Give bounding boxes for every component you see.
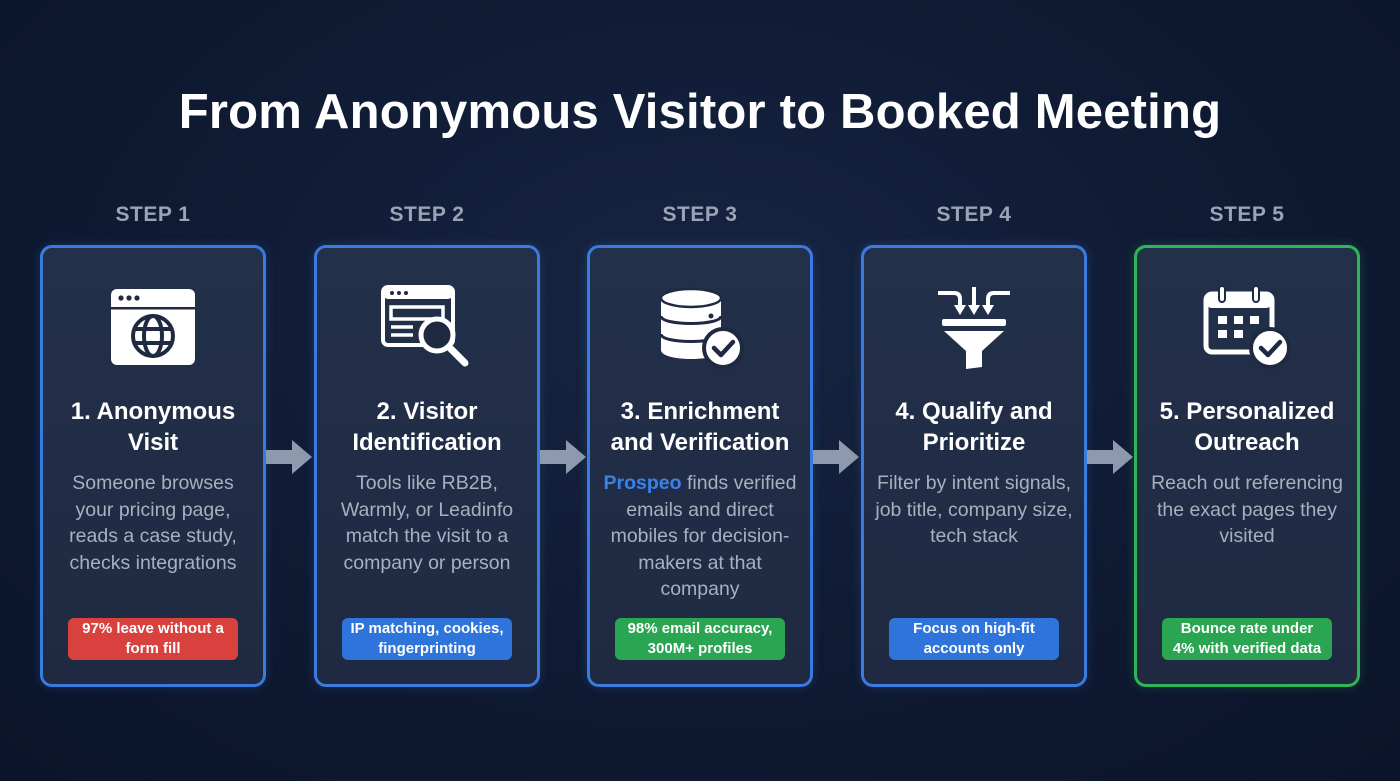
step-card-qualify-prioritize: 4. Qualify and Prioritize Filter by inte…	[861, 245, 1087, 687]
stat-badge: Bounce rate under 4% with verified data	[1162, 618, 1332, 660]
step-description: Someone browses your pricing page, reads…	[69, 472, 237, 574]
funnel-filter-icon	[938, 287, 1010, 369]
step-card-anonymous-visit: 1. Anonymous Visit Someone browses your …	[40, 245, 266, 687]
browser-globe-icon	[111, 289, 195, 365]
step-description: Filter by intent signals, job title, com…	[875, 472, 1073, 547]
step-card-visitor-identification: 2. Visitor Identification Tools like RB2…	[314, 245, 540, 687]
arrow-right-icon	[540, 440, 586, 474]
step-title-line: Visit	[127, 429, 179, 456]
step-title-line: 5. Personalized	[1159, 398, 1335, 425]
arrow-right-icon	[266, 440, 312, 474]
step-description: Tools like RB2B, Warmly, or Leadinfo mat…	[340, 472, 514, 574]
step-title: 4. Qualify and Prioritize	[864, 396, 1084, 458]
stat-badge: IP matching, cookies, fingerprinting	[342, 618, 512, 660]
step-title: 5. Personalized Outreach	[1137, 396, 1357, 458]
step-label-2: STEP 2	[389, 203, 465, 226]
step-title: 3. Enrichment and Verification	[590, 396, 810, 458]
step-title: 1. Anonymous Visit	[43, 396, 263, 458]
step-title-line: Outreach	[1194, 429, 1300, 456]
step-label-5: STEP 5	[1209, 203, 1285, 226]
step-card-personalized-outreach: 5. Personalized Outreach Reach out refer…	[1134, 245, 1360, 687]
step-card-enrichment-verification: 3. Enrichment and Verification Prospeo f…	[587, 245, 813, 687]
browser-search-icon	[381, 285, 469, 367]
step-title-line: Prioritize	[922, 429, 1026, 456]
step-label-4: STEP 4	[936, 203, 1012, 226]
step-description: Prospeo finds verified emails and direct…	[600, 470, 800, 603]
step-label-1: STEP 1	[115, 203, 191, 226]
stat-badge: Focus on high-fit accounts only	[889, 618, 1059, 660]
step-label-3: STEP 3	[662, 203, 738, 226]
step-title-line: and Verification	[610, 429, 790, 456]
database-check-icon	[659, 287, 744, 369]
stat-badge: 97% leave without a form fill	[68, 618, 238, 660]
brand-name-prospeo: Prospeo	[603, 472, 682, 494]
step-description-text: finds verified emails and direct mobiles…	[610, 472, 797, 600]
arrow-right-icon	[813, 440, 859, 474]
step-description: Reach out referencing the exact pages th…	[1151, 472, 1343, 547]
step-title-line: 3. Enrichment	[620, 398, 780, 425]
step-title-line: 1. Anonymous	[70, 398, 236, 425]
calendar-check-icon	[1203, 285, 1291, 369]
page-title: From Anonymous Visitor to Booked Meeting	[178, 85, 1222, 139]
step-title: 2. Visitor Identification	[317, 396, 537, 458]
step-title-line: 2. Visitor	[376, 398, 478, 425]
step-title-line: Identification	[352, 429, 502, 456]
step-title-line: 4. Qualify and	[895, 398, 1053, 425]
arrow-right-icon	[1087, 440, 1133, 474]
stat-badge: 98% email accuracy, 300M+ profiles	[615, 618, 785, 660]
